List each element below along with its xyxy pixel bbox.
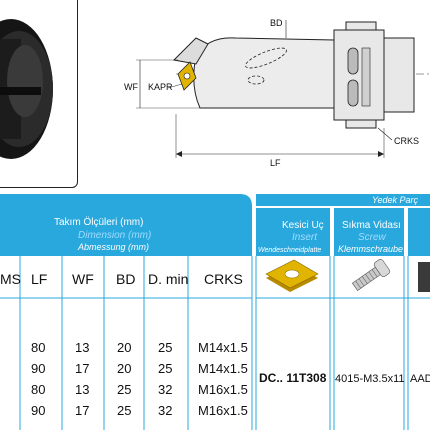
dimensions-header-de: Abmessung (mm) [77,242,149,252]
cell-crks: M16x1.5 [198,403,248,418]
table-row: 80 13 25 32 M16x1.5 [31,382,248,397]
spare-parts-header: Yedek Parç [372,195,419,205]
screw-header-tr: Sıkma Vidası [342,220,401,231]
specification-table: Yedek Parç Takım Ölçüleri (mm) Dimension… [0,192,430,430]
screw-header-en: Screw [358,232,387,243]
insert-header-tr: Kesici Uç [282,220,324,231]
product-photo-frame [0,0,78,188]
cell-wf: 13 [75,340,89,355]
insert-header-en: Insert [292,232,318,243]
cell-lf: 90 [31,361,45,376]
dimensions-header-tr: Takım Ölçüleri (mm) [54,216,143,228]
cell-lf: 80 [31,382,45,397]
screw-code: 4015-M3.5x11 [335,373,405,385]
cell-lf: 90 [31,403,45,418]
col-bd: BD [116,271,135,287]
boring-bar-photo [0,19,53,159]
table-row: 90 17 25 32 M16x1.5 [31,403,248,418]
cell-bd: 25 [117,382,131,397]
next-part-image [418,262,430,292]
table-row: 80 13 20 25 M14x1.5 [31,340,248,355]
cell-wf: 17 [75,361,89,376]
insert-code: DC.. 11T308 [259,371,327,385]
cell-lf: 80 [31,340,45,355]
cell-dmin: 25 [158,340,172,355]
cell-bd: 20 [117,361,131,376]
cell-bd: 20 [117,340,131,355]
cell-dmin: 32 [158,382,172,397]
col-dmin: D. min [148,271,188,287]
cell-crks: M16x1.5 [198,382,248,397]
screw-image [351,259,391,292]
cell-wf: 17 [75,403,89,418]
wf-label: WF [124,82,138,92]
insert-header-de: Wendeschneidplatte [258,247,321,254]
cell-dmin: 32 [158,403,172,418]
next-part-code: AAD [410,373,430,385]
cell-wf: 13 [75,382,89,397]
crks-label: CRKS [394,136,419,146]
insert-image [265,259,319,292]
lf-label: LF [270,158,281,168]
cell-bd: 25 [117,403,131,418]
dimensions-header-en: Dimension (mm) [78,230,151,241]
col-ms: MS [0,271,21,287]
cell-crks: M14x1.5 [198,340,248,355]
col-lf: LF [31,271,47,287]
bd-label: BD [270,18,283,28]
col-crks: CRKS [204,271,243,287]
cell-dmin: 25 [158,361,172,376]
kapr-label: KAPR [148,82,173,92]
col-wf: WF [72,271,94,287]
cell-crks: M14x1.5 [198,361,248,376]
technical-drawing: BD WF KAPR CRKS LF [96,8,430,180]
table-row: 90 17 20 25 M14x1.5 [31,361,248,376]
screw-header-de: Klemmschraube [338,244,403,254]
